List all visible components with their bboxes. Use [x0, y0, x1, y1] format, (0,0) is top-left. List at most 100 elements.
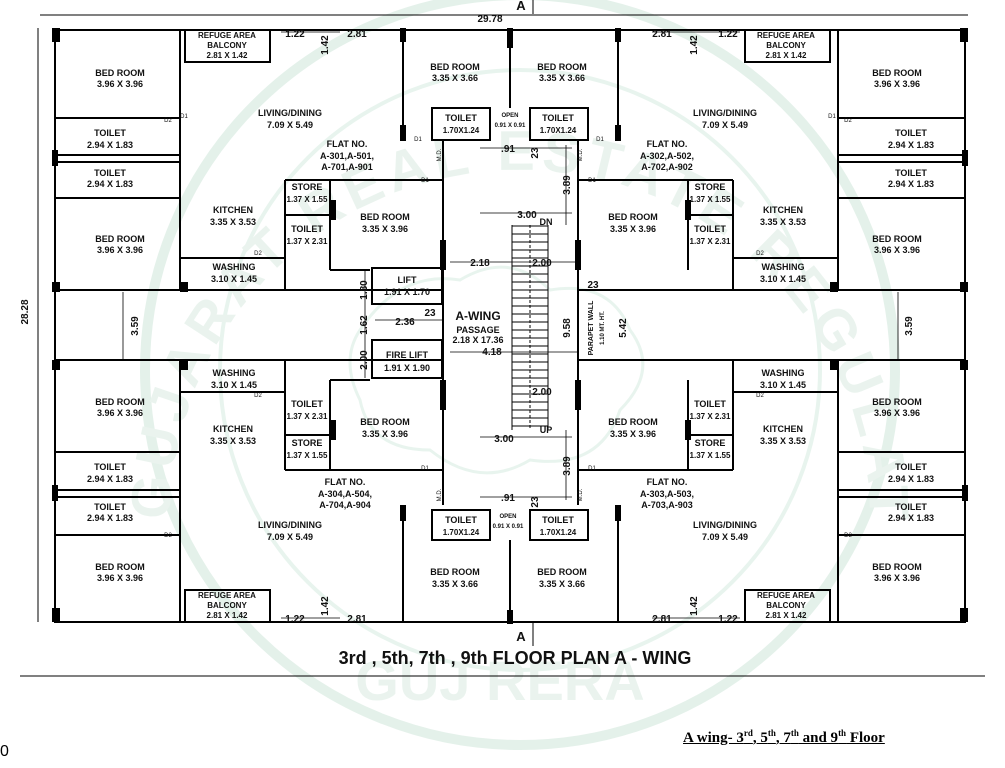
door-tag: D2: [844, 118, 852, 124]
toilet-size: 2.94 X 1.83: [888, 513, 934, 523]
door-tag: D2: [164, 118, 172, 124]
lift-size: 1.91 X 1.70: [384, 287, 430, 297]
toilet-size: 2.94 X 1.83: [87, 140, 133, 150]
overall-height: 28.28: [20, 299, 31, 324]
store-size: 1.37 X 1.55: [287, 195, 328, 204]
door-tag: D1: [596, 137, 604, 143]
footer-sup: th: [790, 728, 799, 738]
bedroom-size: 3.96 X 3.96: [97, 245, 143, 255]
open-size: 0.91 X 0.91: [493, 524, 524, 530]
washing-size: 3.10 X 1.45: [211, 380, 257, 390]
dim-2-81-se: 2.81: [652, 614, 672, 625]
door-tag: D1: [421, 178, 429, 184]
dim-2-00-top: 2.00: [532, 258, 552, 269]
main-door-tag: M.D.: [578, 148, 584, 161]
dim-1-22-ne: 1.22: [718, 29, 738, 40]
dim-9-58: 9.58: [562, 318, 573, 338]
washing-label: WASHING: [761, 262, 804, 272]
footer-sup: th: [767, 728, 776, 738]
footer-part: , 7: [775, 730, 791, 746]
store-label: STORE: [292, 438, 323, 448]
bedroom-label: BED ROOM: [95, 68, 145, 78]
toilet-size: 2.94 X 1.83: [87, 179, 133, 189]
bedroom-label: BED ROOM: [430, 62, 480, 72]
dim-2-18: 2.18: [470, 258, 490, 269]
dim-4-18: 4.18: [482, 347, 502, 358]
door-tag: D2: [756, 251, 764, 257]
store-label: STORE: [695, 182, 726, 192]
toilet-size: 1.37 X 2.31: [287, 412, 328, 421]
dim-3-00-bottom: 3.00: [494, 434, 514, 445]
bedroom-label: BED ROOM: [608, 417, 658, 427]
dim-1-22-se: 1.22: [718, 614, 738, 625]
flat-no-label: FLAT NO.: [325, 477, 366, 487]
kitchen-label: KITCHEN: [213, 205, 253, 215]
toilet-size: 2.94 X 1.83: [888, 179, 934, 189]
bedroom-size: 3.96 X 3.96: [97, 79, 143, 89]
flat-no-line2: A-702,A-902: [641, 162, 693, 172]
main-door-tag: M.D.: [578, 488, 584, 501]
dim-23-left: 23: [424, 308, 436, 319]
open-size: 0.91 X 0.91: [495, 123, 526, 129]
plan-title: 3rd , 5th, 7th , 9th FLOOR PLAN A - WING: [339, 648, 692, 668]
flat-no-line1: A-304,A-504,: [318, 489, 372, 499]
dim-3-89-top: 3.89: [562, 175, 573, 195]
section-mark-top: A: [516, 0, 526, 13]
passage-label: PASSAGE: [456, 325, 499, 335]
toilet-label: TOILET: [445, 113, 477, 123]
footer-part: A wing- 3: [683, 730, 744, 746]
bedroom-label: BED ROOM: [872, 562, 922, 572]
walls: [54, 29, 966, 623]
core-labels: A-WING PASSAGE 2.18 X 17.36 LIFT 1.91 X …: [384, 217, 606, 435]
living-size: 7.09 X 5.49: [702, 120, 748, 130]
toilet-size: 2.94 X 1.83: [888, 474, 934, 484]
stair-down-label: DN: [540, 217, 553, 227]
door-tag: D1: [588, 178, 596, 184]
main-door-tag: M.D.: [437, 488, 443, 501]
living-size: 7.09 X 5.49: [267, 532, 313, 542]
living-size: 7.09 X 5.49: [702, 532, 748, 542]
bedroom-size: 3.96 X 3.96: [97, 573, 143, 583]
dim-1-42-se: 1.42: [689, 596, 700, 616]
washing-size: 3.10 X 1.45: [760, 380, 806, 390]
bedroom-label: BED ROOM: [95, 234, 145, 244]
fire-lift-label: FIRE LIFT: [386, 350, 428, 360]
balcony-label: BALCONY: [766, 601, 806, 610]
dim-2-36: 2.36: [395, 317, 415, 328]
toilet-size: 1.37 X 2.31: [690, 237, 731, 246]
toilet-label: TOILET: [94, 168, 126, 178]
dim-1-22-nw: 1.22: [285, 29, 305, 40]
toilet-size: 1.70X1.24: [540, 528, 577, 537]
balcony-size: 2.81 X 1.42: [766, 611, 807, 620]
bedroom-size: 3.35 X 3.66: [432, 73, 478, 83]
store-size: 1.37 X 1.55: [287, 451, 328, 460]
flat-ne: BED ROOM 3.96 X 3.96 TOILET 2.94 X 1.83 …: [495, 31, 934, 284]
dim-23-core-top: 23: [530, 147, 541, 159]
wing-label: A-WING: [455, 309, 500, 323]
dim-5-42: 5.42: [618, 318, 629, 338]
toilet-label: TOILET: [291, 224, 323, 234]
toilet-label: TOILET: [291, 399, 323, 409]
flat-no-line1: A-302,A-502,: [640, 151, 694, 161]
dim-2-81-sw: 2.81: [347, 614, 367, 625]
living-label: LIVING/DINING: [693, 108, 757, 118]
toilet-label: TOILET: [445, 515, 477, 525]
door-tag: D1: [180, 114, 188, 120]
flat-no-line2: A-704,A-904: [319, 500, 371, 510]
bedroom-label: BED ROOM: [872, 68, 922, 78]
dim-1-62: 1.62: [359, 315, 370, 335]
balcony-size: 2.81 X 1.42: [207, 51, 248, 60]
flat-no-line2: A-703,A-903: [641, 500, 693, 510]
kitchen-label: KITCHEN: [763, 205, 803, 215]
bedroom-size: 3.96 X 3.96: [874, 245, 920, 255]
refuge-label: REFUGE AREA: [198, 31, 256, 40]
page-number: 0: [0, 743, 9, 760]
toilet-label: TOILET: [542, 113, 574, 123]
dim-091-bottom: .91: [501, 493, 515, 504]
flat-no-label: FLAT NO.: [327, 139, 368, 149]
kitchen-label: KITCHEN: [213, 424, 253, 434]
living-label: LIVING/DINING: [258, 520, 322, 530]
toilet-label: TOILET: [694, 224, 726, 234]
kitchen-size: 3.35 X 3.53: [210, 436, 256, 446]
